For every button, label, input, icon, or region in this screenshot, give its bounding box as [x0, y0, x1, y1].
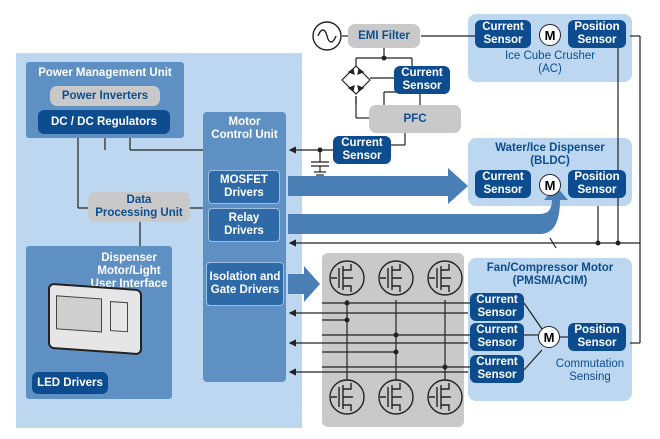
user-interface-device-icon	[48, 282, 142, 356]
power-inverters-box: Power Inverters	[50, 86, 160, 106]
pfc-box: PFC	[369, 105, 461, 133]
commutation-sensing-label: Commutation Sensing	[555, 358, 625, 383]
power-management-title: Power Management Unit	[38, 67, 172, 79]
water-ice-dispenser-title: Water/Ice Dispenser (BLDC)	[495, 142, 605, 167]
ice-crusher-motor-icon: M	[539, 24, 561, 46]
ice-crusher-position-sensor: Position Sensor	[568, 20, 626, 48]
motor-control-title: Motor Control Unit	[211, 116, 278, 141]
emi-filter-box: EMI Filter	[348, 24, 420, 48]
fan-current-sensor-1: Current Sensor	[470, 293, 524, 321]
fan-position-sensor: Position Sensor	[568, 323, 626, 351]
fan-compressor-title: Fan/Compressor Motor (PMSM/ACIM)	[486, 262, 614, 287]
dispenser-position-sensor: Position Sensor	[568, 170, 626, 198]
dispenser-motor-icon: M	[539, 174, 561, 196]
data-processing-unit: Data Processing Unit	[88, 192, 190, 222]
isolation-gate-drivers-box: Isolation and Gate Drivers	[206, 262, 284, 306]
fan-current-sensor-3: Current Sensor	[470, 355, 524, 383]
dispenser-current-sensor: Current Sensor	[475, 170, 531, 198]
dispenser-ui-title: Dispenser Motor/Light User Interface	[90, 252, 168, 290]
ice-crusher-current-sensor: Current Sensor	[475, 20, 531, 48]
mosfet-drivers-box: MOSFET Drivers	[208, 170, 280, 204]
display-screen-icon	[56, 295, 102, 333]
ice-crusher-title: Ice Cube Crusher (AC)	[504, 50, 596, 75]
bridge-current-sensor: Current Sensor	[394, 66, 450, 94]
fan-motor-icon: M	[538, 326, 560, 348]
dc-dc-regulators-box: DC / DC Regulators	[38, 110, 170, 134]
motor-control-unit	[203, 112, 286, 382]
pfc-current-sensor: Current Sensor	[333, 136, 391, 164]
led-drivers-box: LED Drivers	[32, 372, 108, 394]
keypad-icon	[110, 301, 128, 333]
relay-drivers-box: Relay Drivers	[208, 208, 280, 242]
fan-current-sensor-2: Current Sensor	[470, 323, 524, 351]
